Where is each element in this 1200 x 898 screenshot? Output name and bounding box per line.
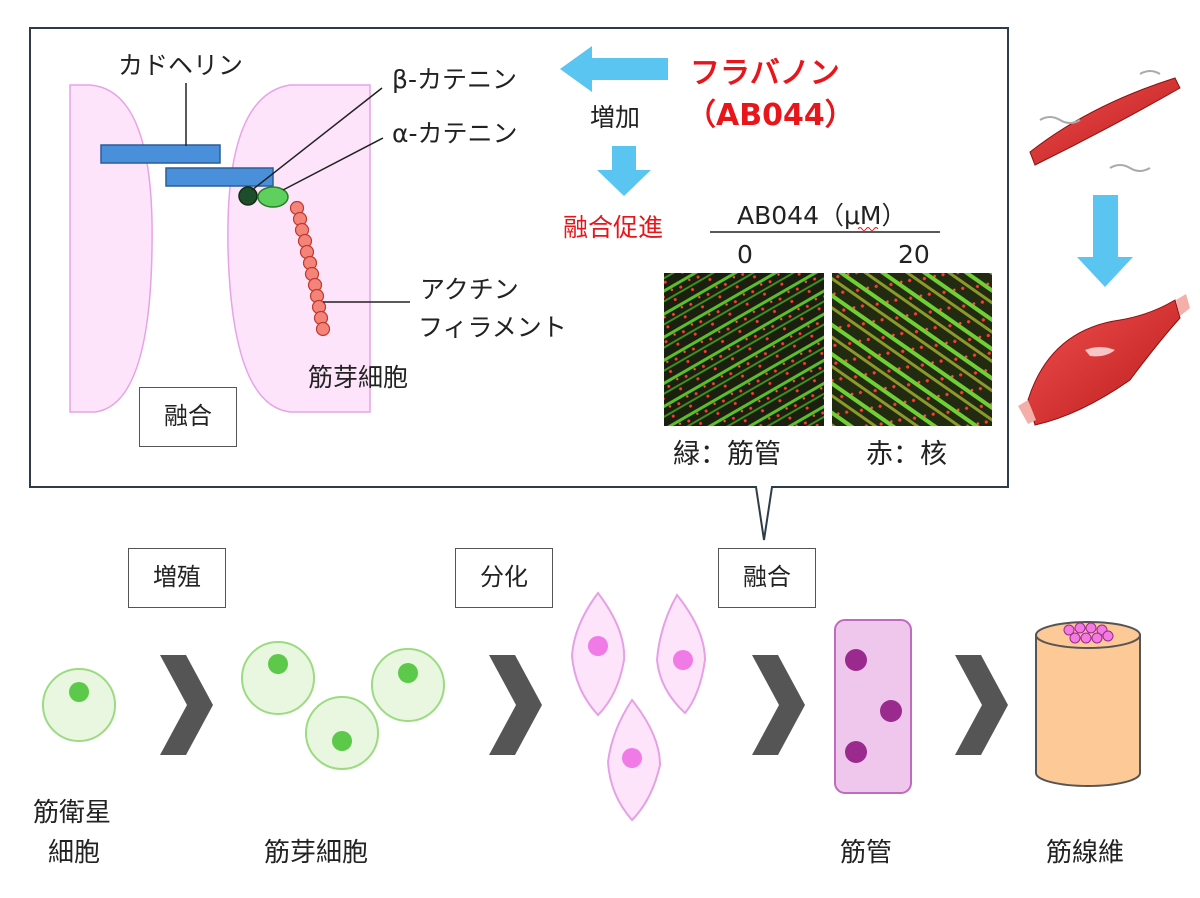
cadherin-label: カドヘリン (118, 51, 244, 80)
muscle-fiber (1035, 621, 1141, 787)
satellite-cell (42, 668, 116, 742)
beta-catenin-dot (238, 186, 258, 206)
differentiated-cells (570, 591, 707, 822)
red-legend: 赤：核 (866, 439, 947, 470)
satellite-cell-label-line1: 筋衛星 (33, 798, 112, 828)
process-chevrons (160, 655, 1008, 755)
arrow-left-icon (560, 46, 668, 92)
alpha-catenin-label: α-カテニン (392, 119, 518, 148)
chevron-2-icon (489, 655, 542, 755)
leader-lines (185, 83, 410, 303)
cadherin-bar-2 (165, 167, 274, 187)
actin-label-line2: フィラメント (418, 313, 567, 342)
left-cell (69, 84, 153, 413)
actin-label-line1: アクチン (420, 275, 519, 304)
chevron-1-icon (160, 655, 213, 755)
cadherin-bar-1 (100, 144, 221, 164)
muscle-thick-icon (1018, 294, 1190, 426)
increase-label: 増加 (590, 103, 641, 132)
satellite-nucleus (69, 682, 89, 702)
satellite-cell-label-line2: 細胞 (48, 838, 101, 868)
fusion-callout-box: 融合 (139, 387, 237, 447)
promote-fusion-label: 融合促進 (563, 213, 664, 242)
muscle-fiber-label: 筋線維 (1046, 838, 1125, 868)
myoblast-callout-label: 筋芽細胞 (308, 363, 409, 392)
right-cell (227, 84, 371, 413)
beta-catenin-label: β-カテニン (392, 65, 517, 94)
compound-label: （AB044） (686, 98, 855, 133)
chevron-3-icon (752, 655, 805, 755)
micrograph-ab044 (832, 273, 992, 426)
step-differentiation-box: 分化 (455, 548, 553, 608)
actin-filament (289, 200, 331, 337)
myoblast-label: 筋芽細胞 (264, 838, 369, 868)
green-legend: 緑：筋管 (673, 439, 781, 470)
conc-20-label: 20 (898, 240, 930, 269)
myotube-label: 筋管 (840, 838, 893, 868)
alpha-catenin-dot (257, 186, 289, 208)
muscle-thin-icon (1029, 70, 1181, 172)
step-proliferation-box: 増殖 (128, 548, 226, 608)
arrow-down-icon (597, 146, 651, 196)
conc-0-label: 0 (737, 240, 753, 269)
chevron-4-icon (955, 655, 1008, 755)
micrograph-control (664, 273, 824, 426)
myoblast-group (241, 641, 445, 770)
micrograph-header: AB044（μM） (737, 201, 907, 230)
flavonoid-label: フラバノン (690, 56, 840, 91)
muscle-arrow-down-icon (1077, 195, 1133, 287)
step-fusion-box: 融合 (718, 548, 816, 608)
